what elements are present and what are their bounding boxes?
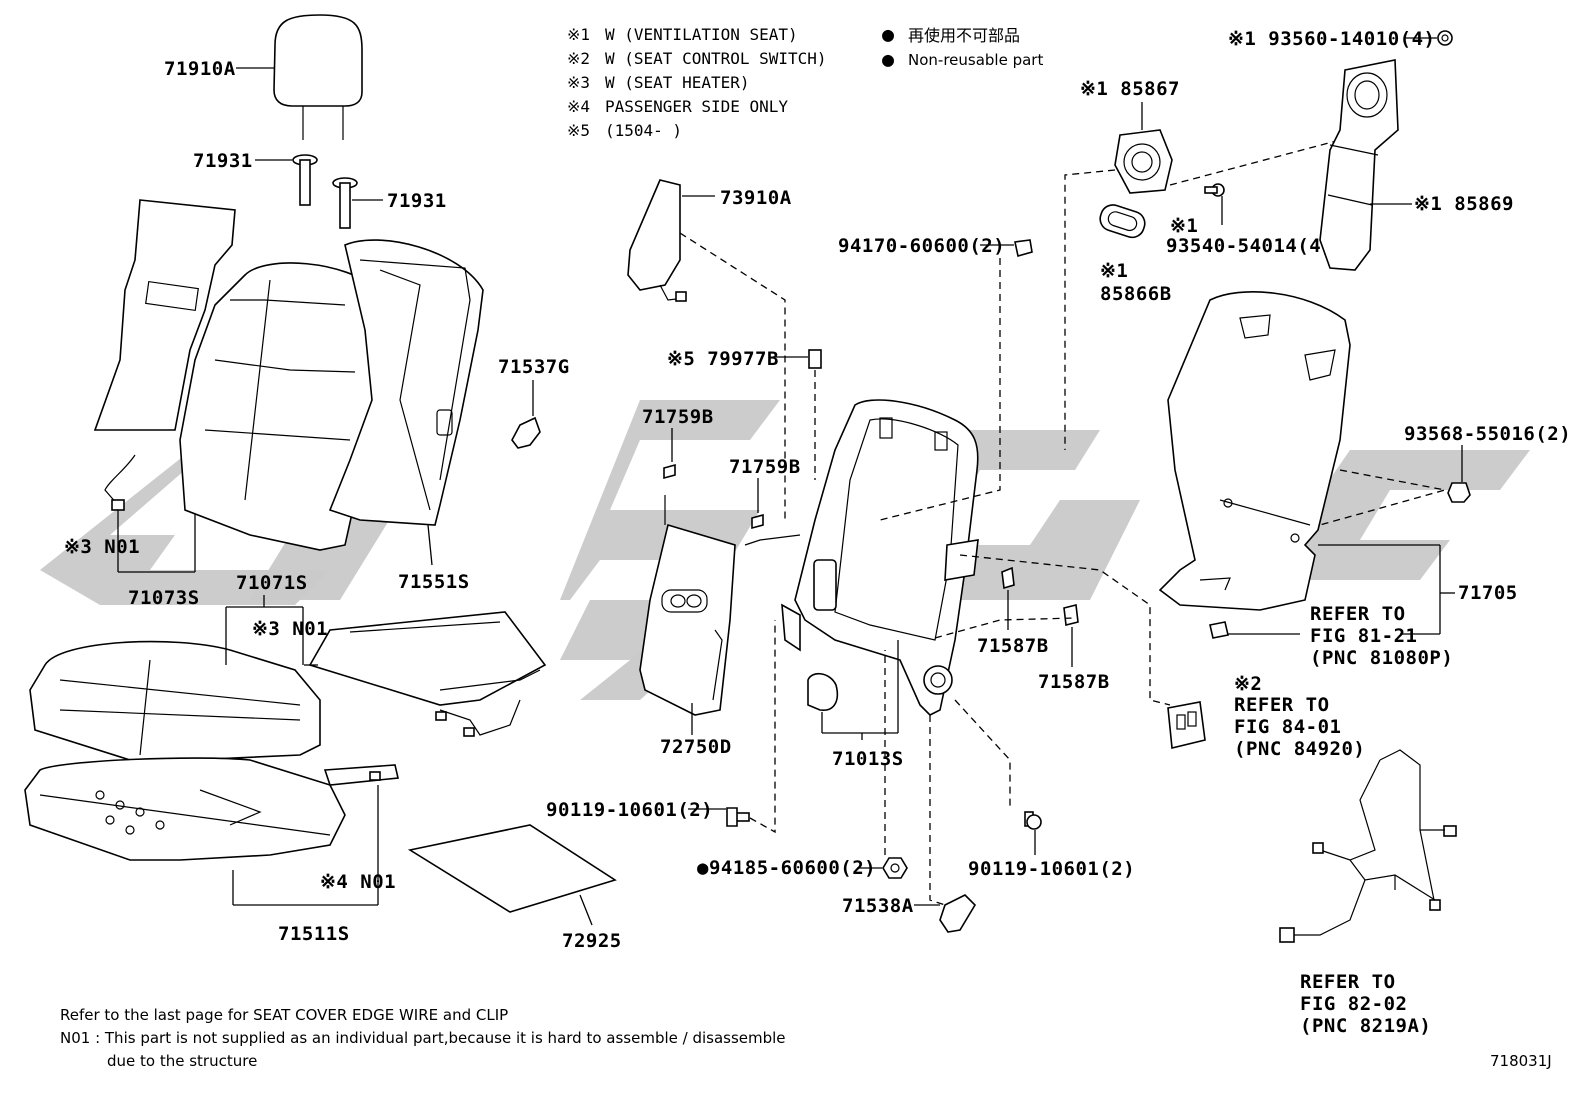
nonreusable-text-en: Non-reusable part [908, 51, 1043, 69]
nonreusable-text-jp: 再使用不可部品 [908, 26, 1020, 45]
label-85867: ※1 85867 [1080, 78, 1180, 100]
label-90119-a: 90119-10601(2) [546, 799, 713, 821]
label-93540-mark: ※1 [1170, 215, 1198, 237]
ref-fig81-line1: REFER TO [1310, 603, 1406, 625]
legend-note-1-mark: ※1 [567, 25, 590, 44]
label-71511S: 71511S [278, 923, 350, 945]
headrest-part [273, 14, 363, 140]
label-93540: 93540-54014(4) [1166, 235, 1333, 257]
clip-71537G [511, 416, 541, 449]
label-71073S: 71073S [128, 587, 200, 609]
occupant-sensor [323, 764, 399, 786]
seatback-cover-part [179, 239, 484, 551]
label-71705: 71705 [1458, 582, 1518, 604]
clip-71759B-b [751, 513, 764, 530]
ventilation-fan-85867 [1114, 129, 1173, 194]
ref-fig82-line3: (PNC 8219A) [1300, 1015, 1431, 1037]
clip-71538A [939, 894, 977, 933]
label-72925: 72925 [562, 930, 622, 952]
wire-harness [1279, 749, 1457, 943]
headrest-guide-part [292, 154, 358, 229]
label-85866B-mark: ※1 [1100, 260, 1128, 282]
ref-fig81-line2: FIG 81-21 [1310, 625, 1417, 647]
nonreusable-symbol-1: ● [882, 22, 894, 46]
ref-fig84-line1: REFER TO [1234, 694, 1330, 716]
clip-71587B-b [1063, 604, 1079, 626]
label-71587B-b: 71587B [1038, 671, 1110, 693]
clip-71705 [1209, 621, 1229, 639]
label-93568: 93568-55016(2) [1404, 423, 1571, 445]
label-73910A: 73910A [720, 187, 792, 209]
clip-71587B-a [1001, 566, 1015, 590]
label-71587B-a: 71587B [977, 635, 1049, 657]
label-94185: ●94185-60600(2) [697, 857, 876, 879]
seat-cushion-pad [24, 757, 346, 861]
ref-fig82-line2: FIG 82-02 [1300, 993, 1407, 1015]
seat-heater-element [308, 611, 547, 737]
footer-line-2: N01 : This part is not supplied as an in… [60, 1029, 786, 1047]
nonreusable-symbol-2: ● [882, 47, 894, 71]
label-94170: 94170-60600(2) [838, 235, 1005, 257]
seatback-frame-part [781, 399, 979, 716]
label-85869: ※1 85869 [1414, 193, 1514, 215]
label-71537G: 71537G [498, 356, 570, 378]
label-71071S-note: ※3 N01 [252, 618, 328, 640]
part-79977B [808, 349, 822, 369]
seat-board-72925 [407, 824, 617, 913]
label-71073S-note: ※3 N01 [64, 536, 140, 558]
clip-93560 [1437, 30, 1453, 46]
legend-note-4-mark: ※4 [567, 97, 590, 116]
legend-note-1-text: W (VENTILATION SEAT) [605, 25, 798, 44]
nut-94170 [1014, 239, 1033, 258]
clip-71759B-a [663, 463, 676, 480]
label-71910A: 71910A [164, 58, 236, 80]
legend: ※1 W (VENTILATION SEAT) ※2 W (SEAT CONTR… [567, 22, 1043, 140]
side-airbag-part [627, 179, 687, 302]
label-79977B: ※5 79977B [667, 348, 779, 370]
label-90119-b: 90119-10601(2) [968, 858, 1135, 880]
legend-note-2-text: W (SEAT CONTROL SWITCH) [605, 49, 827, 68]
legend-note-2-mark: ※2 [567, 49, 590, 68]
legend-note-5-text: (1504- ) [605, 121, 682, 140]
clip-93568 [1447, 482, 1471, 503]
label-71759B-b: 71759B [729, 456, 801, 478]
seat-cushion-cover [29, 640, 321, 761]
ref-fig84-line3: (PNC 84920) [1234, 738, 1365, 760]
duct-seal-85866B [1099, 204, 1146, 239]
bolt-90119-b [1024, 811, 1042, 830]
label-71071S: 71071S [236, 572, 308, 594]
label-71538A: 71538A [842, 895, 914, 917]
ref-fig84-mark: ※2 [1234, 673, 1262, 695]
legend-note-4-text: PASSENGER SIDE ONLY [605, 97, 788, 116]
ref-fig82-line1: REFER TO [1300, 971, 1396, 993]
screw-93540 [1204, 183, 1225, 197]
ref-fig81-line3: (PNC 81080P) [1310, 647, 1453, 669]
label-71013S: 71013S [832, 748, 904, 770]
label-71551S: 71551S [398, 571, 470, 593]
figure-id: 718031J [1490, 1052, 1552, 1070]
label-71511S-note: ※4 N01 [320, 871, 396, 893]
label-72750D: 72750D [660, 736, 732, 758]
label-93560: ※1 93560-14010(4) [1228, 28, 1435, 50]
legend-note-3-mark: ※3 [567, 73, 590, 92]
label-71759B-a: 71759B [642, 406, 714, 428]
lumbar-support-part [639, 495, 801, 716]
air-duct-85869 [1319, 59, 1399, 271]
legend-note-5-mark: ※5 [567, 121, 590, 140]
seatback-heater-pad [93, 199, 236, 511]
seatback-back-board-71705 [1158, 291, 1351, 611]
nut-94185 [882, 857, 908, 879]
label-71931-a: 71931 [193, 150, 253, 172]
footer-line-3: due to the structure [107, 1052, 257, 1070]
legend-note-3-text: W (SEAT HEATER) [605, 73, 750, 92]
cover-71013S [807, 672, 839, 711]
label-71931-b: 71931 [387, 190, 447, 212]
bolt-90119-a [726, 807, 750, 827]
seat-control-switch [1167, 701, 1206, 749]
ref-fig84-line2: FIG 84-01 [1234, 716, 1341, 738]
label-85866B: 85866B [1100, 283, 1172, 305]
footer-line-1: Refer to the last page for SEAT COVER ED… [60, 1006, 508, 1024]
